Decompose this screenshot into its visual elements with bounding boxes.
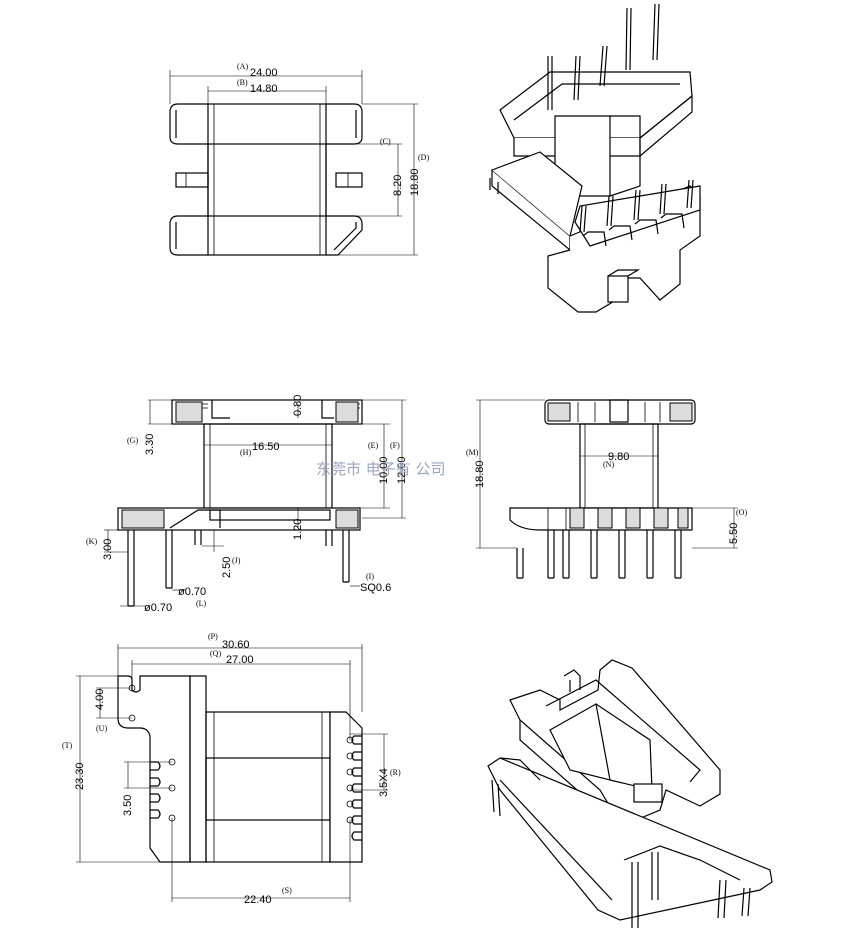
tag-h: (H) bbox=[240, 448, 251, 457]
bottom-view: (P) 30.60 (Q) 27.00 (T) 23.30 4.00 (U) 3… bbox=[62, 632, 401, 906]
dim-h-value: 16.50 bbox=[252, 441, 280, 453]
tag-k: (K) bbox=[86, 537, 97, 546]
tag-l: (L) bbox=[196, 599, 207, 608]
tag-p: (P) bbox=[208, 632, 218, 641]
tag-j: (J) bbox=[232, 556, 241, 565]
dim-d-value: 18.80 bbox=[409, 168, 421, 196]
dim-j-value: 2.50 bbox=[221, 557, 233, 578]
end-view: (M) 18.80 9.80 (N) (O) 5.50 bbox=[466, 399, 747, 579]
watermark-text: 东莞市 电子有 公司 bbox=[316, 460, 446, 478]
dim-b-value: 14.80 bbox=[250, 83, 278, 95]
tag-m: (M) bbox=[466, 448, 479, 457]
top-view: (A) 24.00 (B) 14.80 (C) 8.20 (D) 18.80 bbox=[169, 62, 429, 256]
dim-k-value: 3.00 bbox=[102, 539, 114, 560]
tag-o: (O) bbox=[736, 508, 747, 517]
dim-g-value: 3.30 bbox=[144, 434, 156, 455]
dim-m-value: 18.80 bbox=[474, 460, 486, 488]
dim-u-value: 4.00 bbox=[94, 689, 106, 710]
dim-pin-diameter-1: ø0.70 bbox=[178, 586, 206, 598]
tag-q: (Q) bbox=[210, 649, 221, 658]
tag-g: (G) bbox=[127, 436, 138, 445]
tag-a: (A) bbox=[237, 62, 248, 71]
dim-pitch-value: 3.50 bbox=[122, 795, 134, 816]
dim-n-value: 9.80 bbox=[608, 451, 629, 463]
tag-b: (B) bbox=[237, 78, 248, 87]
dim-q-value: 27.00 bbox=[226, 654, 254, 666]
dim-i-value: SQ0.6 bbox=[360, 582, 391, 594]
dim-s-value: 22.40 bbox=[244, 894, 272, 906]
dim-pin-diameter-2: ø0.70 bbox=[144, 602, 172, 614]
dim-r-value: 3.5X4 bbox=[378, 768, 390, 797]
dim-t-value: 23.30 bbox=[74, 762, 86, 790]
tag-i: (I) bbox=[366, 572, 374, 581]
tag-d: (D) bbox=[418, 153, 429, 162]
dim-p-value: 30.60 bbox=[222, 639, 250, 651]
tag-u: (U) bbox=[96, 724, 107, 733]
tag-r: (R) bbox=[390, 768, 401, 777]
iso-view-top bbox=[489, 3, 701, 313]
tag-n: (N) bbox=[603, 460, 614, 469]
tag-e: (E) bbox=[368, 441, 379, 450]
iso-view-bottom bbox=[487, 659, 773, 928]
dim-top-gap-value: 0.80 bbox=[292, 395, 304, 416]
dim-wall-value: 1.20 bbox=[292, 519, 304, 540]
tag-s: (S) bbox=[282, 886, 292, 895]
tag-c: (C) bbox=[380, 137, 391, 146]
side-view: (G) 3.30 0.80 (H) 16.50 (E) 10.00 (F) 12… bbox=[86, 395, 408, 614]
tag-f: (F) bbox=[390, 441, 400, 450]
tag-t: (T) bbox=[62, 741, 73, 750]
dim-f-value: 12.00 bbox=[396, 456, 408, 484]
dim-e-value: 10.00 bbox=[378, 456, 390, 484]
dim-c-value: 8.20 bbox=[392, 175, 404, 196]
dim-a-value: 24.00 bbox=[250, 67, 278, 79]
dim-o-value: 5.50 bbox=[728, 523, 740, 544]
